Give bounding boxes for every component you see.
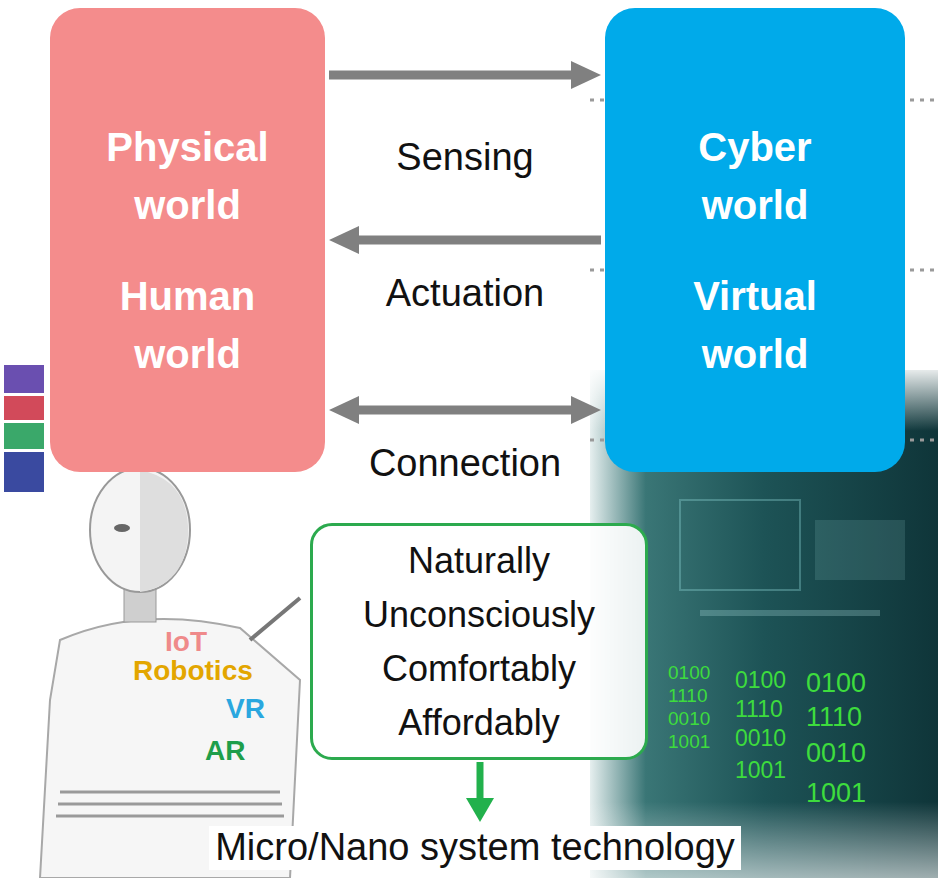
tech-label: AR [205, 735, 245, 767]
edge-label: Sensing [392, 136, 537, 179]
world-box: Physical worldHuman world [50, 8, 325, 472]
robot-rib [58, 803, 282, 806]
edge-label: Connection [365, 442, 565, 485]
box-text: Naturally [408, 534, 550, 588]
screen-panel [815, 520, 905, 580]
box-text: Unconsciously [363, 588, 595, 642]
box-text: Cyber world [698, 118, 811, 234]
binary-digits: 1001 [735, 757, 786, 783]
robot-head-shade [140, 470, 188, 592]
box-text: Physical world [106, 118, 268, 234]
binary-digits: 0010 [735, 725, 786, 751]
tech-label: Robotics [133, 655, 253, 687]
world-box: Cyber worldVirtual world [605, 8, 905, 472]
binary-digits: 0100 [668, 662, 710, 684]
binary-digits: 1001 [668, 731, 710, 753]
flow-arrow [329, 71, 571, 80]
flow-arrow [359, 406, 571, 415]
binary-digits: 0100 [735, 667, 786, 693]
robot-rib [60, 791, 280, 794]
down-arrow-head [466, 798, 494, 822]
screen-bar [700, 610, 880, 616]
binary-digits: 1110 [735, 696, 783, 722]
box-text: Virtual world [693, 267, 817, 383]
binary-digits: 1110 [668, 685, 707, 707]
flow-arrow [359, 236, 601, 245]
box-text: Comfortably [382, 642, 576, 696]
screen-tile [4, 423, 44, 449]
tech-label: VR [226, 693, 265, 725]
quality-box: NaturallyUnconsciouslyComfortablyAfforda… [310, 523, 648, 760]
robot-head [90, 468, 190, 592]
binary-digits: 1001 [806, 778, 866, 809]
edge-label: Actuation [382, 272, 548, 315]
box-text: Human world [120, 267, 256, 383]
screen-tile [4, 396, 44, 420]
binary-digits: 0100 [806, 668, 866, 699]
robot-eye [114, 524, 130, 532]
robot-tool [250, 598, 300, 640]
box-text: Affordably [398, 696, 559, 750]
tech-label: IoT [165, 626, 207, 658]
screen-tile [4, 365, 44, 393]
screen-tile [4, 452, 44, 492]
down-arrow-shaft [477, 762, 484, 800]
robot-rib [56, 815, 284, 818]
binary-digits: 1110 [806, 702, 862, 733]
binary-digits: 0010 [806, 738, 866, 769]
screen-panel [680, 500, 800, 590]
technology-label: Micro/Nano system technology [209, 826, 741, 870]
binary-digits: 0010 [668, 708, 710, 730]
